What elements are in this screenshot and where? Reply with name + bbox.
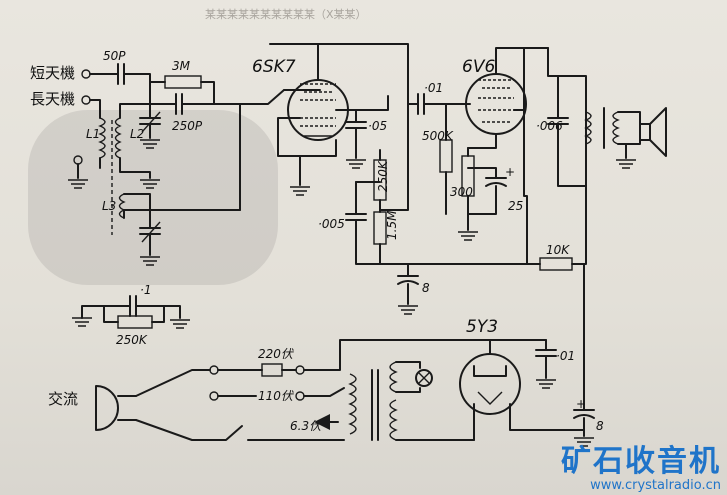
- ac-label: 交流: [48, 390, 78, 408]
- ground-symbol-c: [140, 256, 160, 266]
- cap-detector-label: ·005: [318, 217, 345, 231]
- fuse: [261, 363, 283, 377]
- power-supply: 交流 220伏 110伏 6.3伏 5Y3: [48, 263, 604, 447]
- variable-cap-arrow-a: [141, 111, 161, 133]
- resistor-250k-label: 250K: [376, 160, 390, 192]
- cap-filter2-label: 8: [596, 419, 604, 433]
- inductor-l3-coil: [118, 193, 126, 219]
- watermark-brand: 矿石收音机: [561, 444, 721, 479]
- watermark-url: www.crystalradio.cn: [590, 478, 721, 493]
- cap-plus-mark-a: +: [505, 165, 515, 179]
- antenna-section: 短天機 長天機 50P 3M 250P L1 L2: [30, 49, 241, 266]
- side-detail: ·1 250K: [72, 283, 190, 347]
- resistor-side: [117, 315, 153, 329]
- ground-terminal: [73, 155, 83, 165]
- resistor-500k: [439, 139, 453, 173]
- cap-output-label: ·006: [536, 119, 563, 133]
- resistor-1m5-label: 1.5M: [385, 210, 399, 240]
- watermark: 矿石收音机 www.crystalradio.cn: [561, 445, 721, 493]
- antenna-short-terminal: [81, 69, 91, 79]
- ground-symbol-a: [68, 179, 88, 189]
- inductor-l1-coil: [98, 117, 106, 159]
- resistor-10k: [539, 257, 573, 271]
- cap-screen-label: ·05: [368, 119, 387, 133]
- switch-terminal-220: [209, 365, 219, 375]
- ground-symbol-g: [574, 437, 594, 447]
- inductor-l2-label: L2: [130, 127, 144, 141]
- cap-side-label: ·1: [140, 283, 151, 297]
- resistor-300-label: 300: [450, 185, 473, 199]
- resistor-side-label: 250K: [116, 333, 148, 347]
- antenna-long-terminal: [81, 95, 91, 105]
- speaker-magnet: [639, 123, 651, 141]
- header-bleed-text: 某某某某某某某某某某（X某某）: [205, 8, 367, 21]
- cap-cathode-out-label: 25: [508, 199, 523, 213]
- antenna-long-label: 長天機: [30, 90, 75, 108]
- inductor-l2-coil: [114, 117, 122, 159]
- ground-symbol-f: [398, 305, 418, 315]
- tube-6sk7-label: 6SK7: [252, 57, 296, 77]
- inductor-l3-label: L3: [102, 199, 116, 213]
- ground-symbol-e: [458, 231, 478, 241]
- ground-symbol-d: [290, 186, 310, 196]
- variable-cap-arrow-b: [141, 221, 161, 243]
- output-stage: ·01 500K 6V6 300 + 25 ·006: [397, 47, 667, 315]
- power-transformer-primary: [348, 373, 357, 435]
- cap-50p-label: 50P: [103, 49, 126, 63]
- inductor-l1-label: L1: [86, 127, 100, 141]
- cap-rect-label: ·01: [556, 349, 575, 363]
- cap-coupling-label: ·01: [424, 81, 443, 95]
- antenna-short-label: 短天機: [30, 64, 75, 82]
- cap-plus-mark-b: +: [576, 397, 586, 411]
- cap-250p-label: 250P: [172, 119, 203, 133]
- resistor-10k-label: 10K: [546, 243, 570, 257]
- paper-shadow: [28, 110, 278, 285]
- resistor-3m-label: 3M: [172, 59, 191, 73]
- power-transformer-hv: [389, 361, 398, 393]
- speaker-icon: [649, 107, 667, 157]
- pilot-lamp-icon: [415, 369, 433, 387]
- resistor-500k-label: 500K: [422, 129, 454, 143]
- resistor-3m: [164, 75, 202, 89]
- tap-220-label: 220伏: [258, 347, 295, 361]
- output-transformer-secondary: [612, 111, 620, 145]
- cap-filter1-label: 8: [422, 281, 430, 295]
- ground-symbol-b: [140, 179, 160, 189]
- tube-5y3-label: 5Y3: [466, 317, 498, 337]
- ac-plug-icon: [95, 385, 119, 431]
- output-transformer-primary: [584, 111, 592, 145]
- switch-terminal-110: [209, 391, 219, 401]
- tube-6v6-label: 6V6: [462, 57, 495, 77]
- rf-stage: 6SK7 ·05 250K 1.5M ·005: [239, 43, 528, 265]
- tap-110-label: 110伏: [258, 389, 295, 403]
- tube-6v6: [465, 73, 527, 135]
- power-transformer-lv: [389, 399, 398, 441]
